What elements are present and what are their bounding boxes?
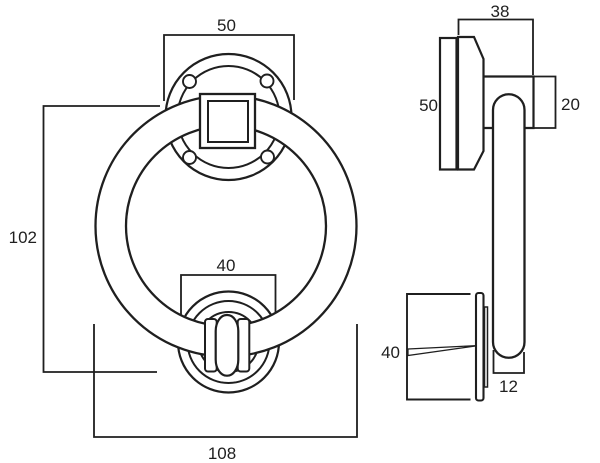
backplate-profile [438,36,458,171]
dim-rosette-height-label: 50 [419,96,438,115]
dim-ring-depth-label: 12 [499,377,518,396]
dim-overall-height-lines [42,105,160,373]
dim-overall-width-label: 108 [208,444,236,463]
knuckle-barrel [214,313,240,377]
screw-hole-bottom-left [182,150,197,165]
rosette-dome-profile [456,35,485,171]
side-view: 38 50 20 40 12 [381,2,580,402]
dim-overall-width-bracket [93,324,358,438]
dim-strike-width-bracket [180,274,277,322]
dim-rosette-width-bracket [457,18,534,75]
strike-plate-face-strip [483,306,489,388]
strike-diameter-leader-arrow [407,344,480,357]
dim-pivot-height-label: 20 [561,95,580,114]
pivot-square-outer [198,92,257,150]
dim-strike-width-label: 40 [217,256,236,275]
dim-strike-diameter-label: 40 [381,343,400,362]
dim-rosette-width-label: 38 [491,2,510,21]
dim-overall-height-label: 102 [9,228,37,247]
screw-hole-top-left [182,74,197,89]
dim-pivot-height-bracket [533,75,557,129]
strike-plate-extension-bracket [406,293,471,401]
knuckle-band-right [236,318,251,373]
strike-plate-profile [474,291,485,402]
dim-plate-width-label: 50 [217,16,236,35]
front-view: 50 102 40 108 [9,16,358,463]
screw-hole-top-right [259,73,275,89]
pivot-square-inner [207,100,249,143]
screw-hole-bottom-right [260,149,275,165]
knocker-ring [94,94,358,358]
dim-plate-width-bracket [163,34,295,101]
dim-ring-depth-bracket [492,350,525,374]
ring-profile [491,93,526,359]
